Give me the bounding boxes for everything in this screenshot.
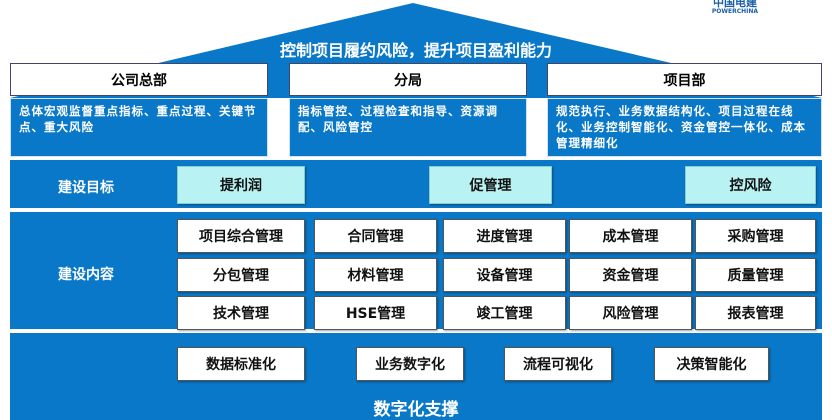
level-branch-desc: 指标管控、过程检查和指导、资源调配、风险管控 (289, 98, 527, 157)
logo-en: POWERCHINA (711, 8, 759, 15)
logo: 中国电建 POWERCHINA (690, 0, 780, 15)
digital-item: 流程可视化 (504, 347, 612, 381)
level-hq-desc: 总体宏观监督重点指标、重点过程、关键节点、重大风险 (10, 98, 268, 157)
content-item: HSE管理 (314, 296, 437, 330)
content-item: 风险管理 (569, 296, 692, 330)
content-item: 质量管理 (695, 258, 816, 292)
content-item: 材料管理 (314, 258, 437, 292)
content-item: 采购管理 (695, 219, 816, 253)
level-branch-header: 分局 (289, 63, 527, 96)
goal-item: 提利润 (177, 166, 305, 204)
roof-title: 控制项目履约风险，提升项目盈利能力 (279, 41, 552, 60)
level-hq-header: 公司总部 (10, 63, 268, 96)
content-label: 建设内容 (58, 267, 114, 283)
goal-item: 控风险 (685, 166, 816, 204)
digital-item: 数据标准化 (177, 347, 305, 381)
content-item: 技术管理 (177, 296, 305, 330)
digital-label: 数字化支撑 (373, 400, 459, 420)
goal-item: 促管理 (429, 166, 552, 204)
content-item: 设备管理 (443, 258, 566, 292)
content-item: 成本管理 (569, 219, 692, 253)
goals-label: 建设目标 (58, 180, 114, 196)
content-item: 分包管理 (177, 258, 305, 292)
digital-item: 业务数字化 (356, 347, 464, 381)
content-item: 进度管理 (443, 219, 566, 253)
level-project-desc: 规范执行、业务数据结构化、项目过程在线化、业务控制智能化、资金管控一体化、成本管… (547, 98, 822, 157)
content-item: 竣工管理 (443, 296, 566, 330)
content-item: 资金管理 (569, 258, 692, 292)
content-item: 项目综合管理 (177, 219, 305, 253)
content-item: 合同管理 (314, 219, 437, 253)
logo-cn: 中国电建 (713, 0, 757, 9)
content-item: 报表管理 (695, 296, 816, 330)
digital-item: 决策智能化 (654, 347, 769, 381)
level-project-header: 项目部 (547, 63, 822, 96)
